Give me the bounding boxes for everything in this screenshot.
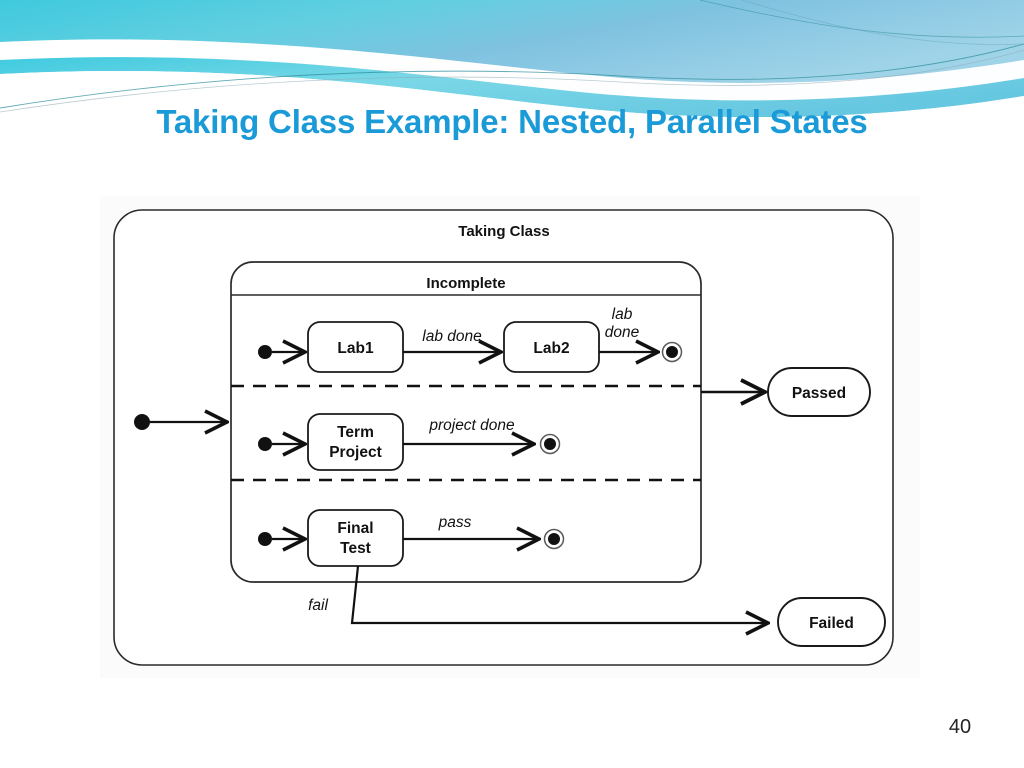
transition-lab-done-label: lab done bbox=[422, 328, 482, 345]
initial-state-test-region[interactable] bbox=[258, 532, 272, 546]
state-failed-label: Failed bbox=[809, 615, 854, 632]
header-wave-decoration bbox=[0, 0, 1024, 120]
wave-hairline-4 bbox=[741, 0, 1024, 45]
state-final-test-label-line1: Final bbox=[337, 520, 373, 537]
state-lab2-label: Lab2 bbox=[533, 340, 569, 357]
initial-state-project-region[interactable] bbox=[258, 437, 272, 451]
state-lab1[interactable] bbox=[307, 321, 404, 373]
composite-state-label: Incomplete bbox=[426, 275, 505, 292]
transition-fail-label: fail bbox=[308, 597, 328, 614]
page-title: Taking Class Example: Nested, Parallel S… bbox=[156, 103, 868, 140]
wave-band-primary bbox=[0, 0, 1024, 85]
final-state-lab-region-core bbox=[666, 346, 678, 358]
transition-lab-done-2-label-line1: lab bbox=[612, 306, 633, 323]
wave-hairline-3 bbox=[699, 0, 1024, 38]
state-term-project-label-line2: Project bbox=[329, 444, 382, 461]
transition-pass-label: pass bbox=[438, 514, 472, 531]
transition-fail-to-failed bbox=[350, 565, 768, 623]
page-number: 40 bbox=[948, 716, 972, 738]
outer-state-label: Taking Class bbox=[458, 223, 549, 240]
state-lab1-label: Lab1 bbox=[337, 340, 374, 357]
final-state-project-region-core bbox=[544, 438, 556, 450]
state-diagram-panel: Taking Class Incomplete Lab1 lab done La… bbox=[100, 196, 920, 678]
transition-lab-done-2-label-line2: done bbox=[605, 324, 640, 341]
state-term-project-label-line1: Term bbox=[337, 424, 374, 441]
state-term-project[interactable] bbox=[307, 413, 404, 471]
wave-hairline-1 bbox=[0, 43, 1024, 109]
state-lab2[interactable] bbox=[503, 321, 600, 373]
state-passed[interactable] bbox=[767, 367, 871, 417]
state-final-test-label-line2: Test bbox=[340, 540, 371, 557]
state-final-test[interactable] bbox=[307, 509, 404, 567]
initial-state-main[interactable] bbox=[134, 414, 150, 430]
wave-swoosh-white bbox=[0, 39, 1024, 101]
state-diagram: Taking Class Incomplete Lab1 lab done La… bbox=[113, 209, 894, 666]
state-failed[interactable] bbox=[777, 597, 886, 647]
initial-state-lab-region[interactable] bbox=[258, 345, 272, 359]
final-state-test-region-core bbox=[548, 533, 560, 545]
transition-project-done-label: project done bbox=[428, 417, 515, 434]
state-passed-label: Passed bbox=[792, 385, 846, 402]
